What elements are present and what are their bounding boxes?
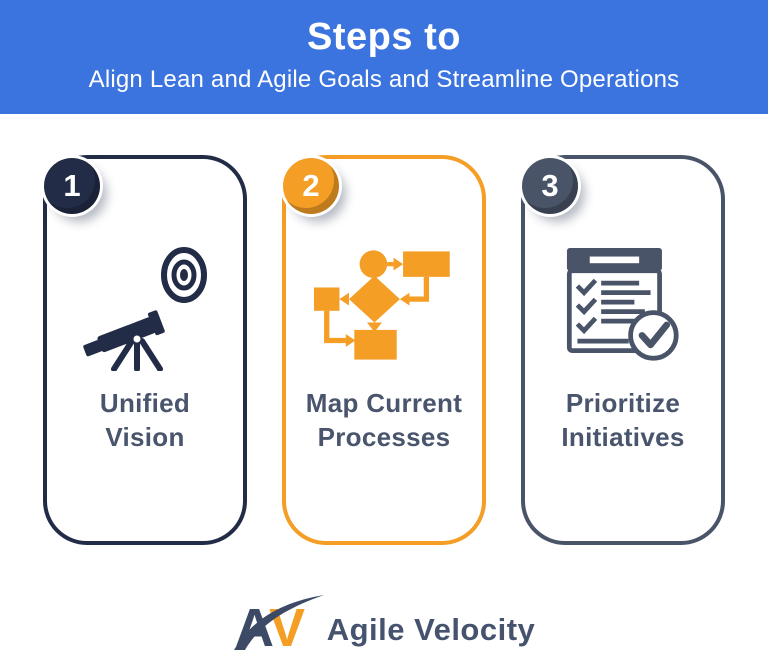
checklist-icon (525, 221, 721, 389)
step-3-number: 3 (541, 168, 559, 203)
step-3-number-badge: 3 (522, 158, 578, 214)
step-3-label: Prioritize Initiatives (561, 388, 685, 452)
rocket-swoosh-icon (233, 595, 324, 650)
step-1-number-badge: 1 (44, 158, 100, 214)
page-title: Steps to (307, 16, 461, 58)
header-banner: Steps to Align Lean and Agile Goals and … (0, 0, 768, 114)
step-1-number: 1 (63, 168, 81, 203)
step-1-label: Unified Vision (99, 388, 191, 452)
telescope-target-icon (47, 221, 243, 389)
step-2-number-badge: 2 (283, 158, 339, 214)
step-card-map-current-processes: 2 (282, 155, 486, 545)
footer-logo: A V Agile Velocity (0, 594, 768, 652)
step-card-unified-vision: 1 (43, 155, 247, 545)
flowchart-icon (286, 221, 482, 389)
step-2-number: 2 (302, 168, 320, 203)
step-2-label: Map Current Processes (305, 388, 463, 452)
page-subtitle: Align Lean and Agile Goals and Streamlin… (88, 66, 680, 93)
logo-text: Agile Velocity (326, 612, 536, 647)
agile-velocity-monogram-icon: A V (233, 595, 324, 652)
steps-row: 1 (0, 155, 768, 545)
step-card-prioritize-initiatives: 3 (521, 155, 725, 545)
